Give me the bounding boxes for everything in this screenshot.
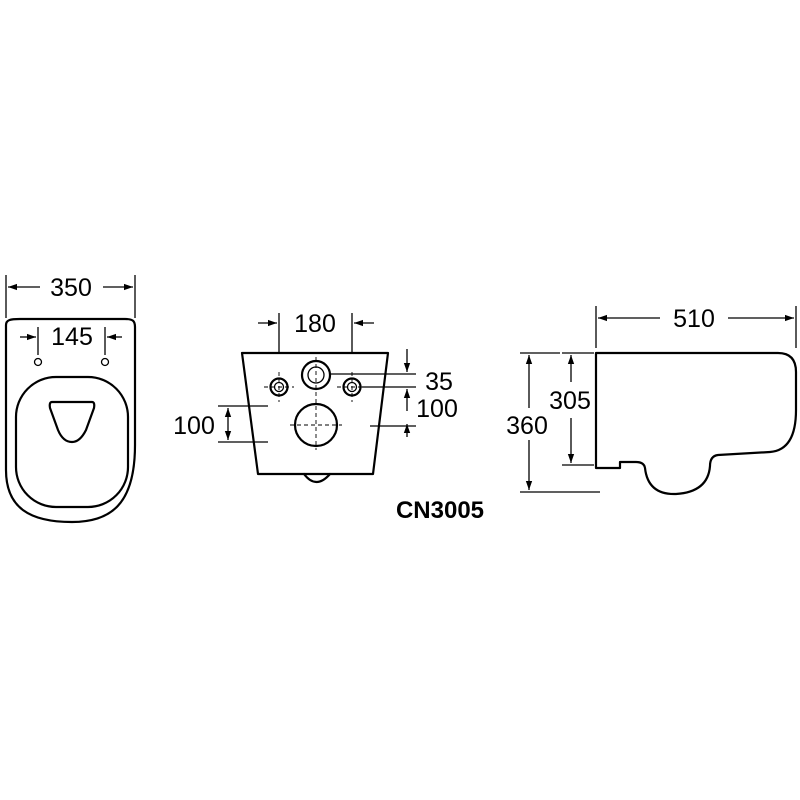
dimension-fixing-width: 180 — [258, 310, 374, 352]
dim-label-35: 35 — [425, 368, 453, 396]
top-view-outline — [4, 317, 137, 524]
dimension-overall-width: 350 — [5, 274, 136, 318]
dim-label-180: 180 — [294, 310, 336, 338]
dim-label-100-right: 100 — [416, 395, 458, 423]
dimension-seat-hole-spacing: 145 — [20, 323, 122, 355]
dimension-body-height: 305 — [549, 352, 594, 466]
dimension-projection: 510 — [595, 305, 797, 348]
side-view-outline — [594, 351, 798, 496]
dimension-fixing-height-left: 100 — [173, 405, 268, 443]
dimension-fixing-height-right: 100 — [370, 395, 458, 437]
dim-label-510: 510 — [673, 305, 715, 333]
dim-label-350: 350 — [50, 274, 92, 302]
top-view: 350 145 — [4, 274, 137, 524]
dim-label-360: 360 — [506, 412, 548, 440]
side-view: 510 305 360 — [506, 305, 798, 496]
dimension-total-height: 360 — [506, 352, 600, 493]
dimension-inlet-offset: 35 — [330, 349, 453, 411]
dim-label-100-left: 100 — [173, 412, 215, 440]
back-view: 180 100 35 100 CN3005 — [173, 310, 484, 524]
dim-label-305: 305 — [549, 387, 591, 415]
back-view-outline — [240, 351, 390, 484]
model-number: CN3005 — [396, 497, 484, 524]
dim-label-145: 145 — [51, 323, 93, 351]
